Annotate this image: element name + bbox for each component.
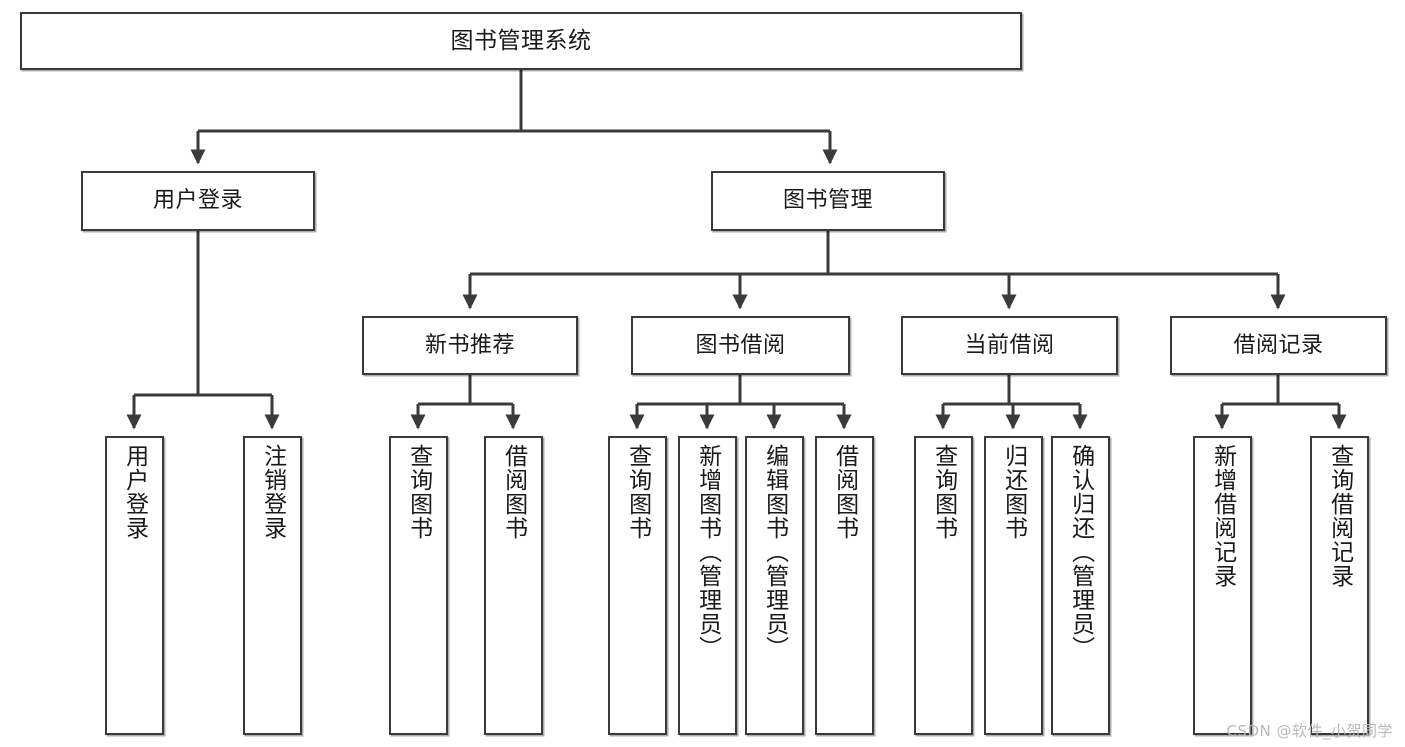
node-leaf-query-book-rec[interactable]: 查询图书 [389, 436, 448, 735]
node-leaf-borrow-book-rec[interactable]: 借阅图书 [484, 436, 543, 735]
node-leaf-user-logout[interactable]: 注销登录 [243, 436, 302, 735]
node-label: 图书借阅 [695, 332, 786, 358]
node-user-login[interactable]: 用户登录 [81, 171, 315, 231]
node-label: 图书管理 [782, 188, 873, 214]
node-label: 注销登录 [259, 444, 286, 540]
node-label: 新增图书（管理员） [694, 444, 721, 660]
node-leaf-return-book[interactable]: 归还图书 [984, 436, 1043, 735]
node-leaf-query-book-borrow[interactable]: 查询图书 [608, 436, 667, 735]
node-label: 当前借阅 [964, 332, 1055, 358]
node-label: 借阅图书 [500, 444, 527, 540]
node-leaf-edit-book-admin[interactable]: 编辑图书（管理员） [745, 436, 804, 735]
node-borrow-record[interactable]: 借阅记录 [1170, 316, 1387, 375]
node-label: 图书管理系统 [450, 27, 592, 54]
node-label: 查询图书 [405, 444, 432, 540]
node-label: 确认归还（管理员） [1067, 444, 1094, 660]
node-new-book-recommendation[interactable]: 新书推荐 [362, 316, 578, 375]
node-leaf-query-borrow-record[interactable]: 查询借阅记录 [1310, 436, 1369, 735]
node-label: 归还图书 [1000, 444, 1027, 540]
node-label: 新增借阅记录 [1209, 444, 1236, 588]
node-label: 查询图书 [930, 444, 957, 540]
watermark-text: CSDN @软件_小贺同学 [1226, 722, 1393, 740]
node-label: 查询借阅记录 [1326, 444, 1353, 588]
node-label: 用户登录 [121, 444, 148, 540]
node-current-borrow[interactable]: 当前借阅 [901, 316, 1118, 375]
node-leaf-add-book-admin[interactable]: 新增图书（管理员） [678, 436, 737, 735]
node-leaf-query-book-current[interactable]: 查询图书 [914, 436, 973, 735]
node-book-borrow[interactable]: 图书借阅 [631, 316, 850, 375]
node-label: 编辑图书（管理员） [761, 444, 788, 660]
node-label: 借阅图书 [831, 444, 858, 540]
node-label: 借阅记录 [1233, 332, 1324, 358]
node-leaf-user-login[interactable]: 用户登录 [105, 436, 164, 735]
node-book-manage[interactable]: 图书管理 [711, 171, 945, 231]
node-leaf-borrow-book[interactable]: 借阅图书 [815, 436, 874, 735]
node-label: 用户登录 [152, 188, 243, 214]
node-label: 查询图书 [624, 444, 651, 540]
node-leaf-add-borrow-record[interactable]: 新增借阅记录 [1193, 436, 1252, 735]
node-root-system[interactable]: 图书管理系统 [20, 12, 1022, 70]
node-leaf-confirm-return-admin[interactable]: 确认归还（管理员） [1051, 436, 1110, 735]
node-label: 新书推荐 [424, 332, 515, 358]
